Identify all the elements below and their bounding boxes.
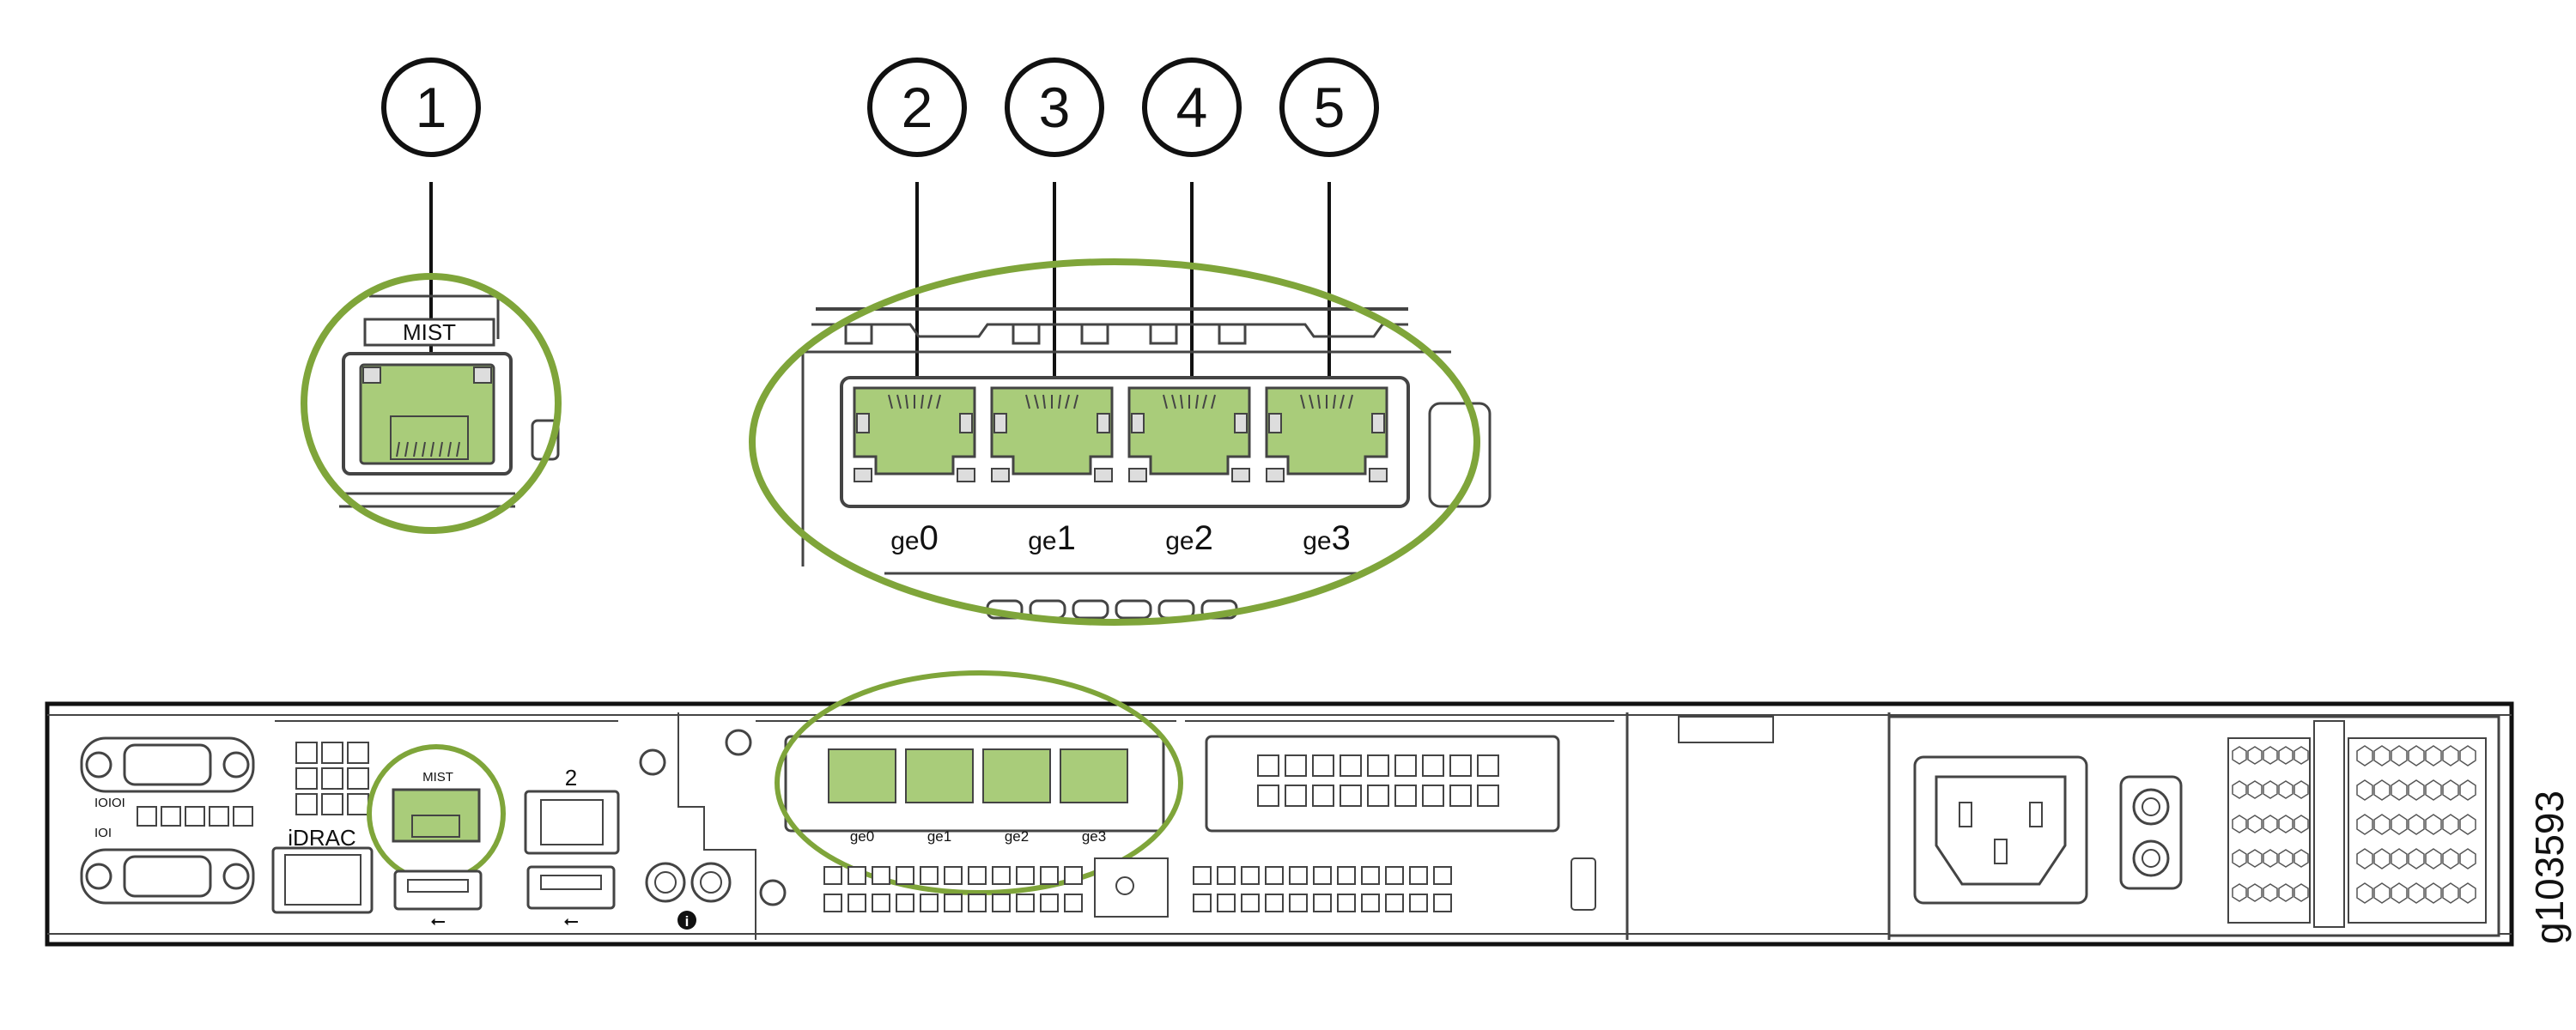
callout-4-number: 4 bbox=[1176, 76, 1208, 139]
idrac-port bbox=[271, 846, 374, 914]
usb-icon-1: ⭠ bbox=[430, 910, 446, 931]
mist-label: MIST bbox=[403, 319, 456, 345]
serial-port-upper bbox=[80, 736, 255, 793]
usb-port-2 bbox=[526, 865, 616, 910]
serial-label-bottom: IOI bbox=[94, 826, 112, 840]
small-ge-highlight bbox=[775, 670, 1183, 895]
usb-port-1 bbox=[393, 869, 483, 911]
callout-3-number: 3 bbox=[1039, 76, 1071, 139]
ge-ports-highlight-ellipse bbox=[749, 258, 1480, 626]
callout-5: 5 bbox=[1279, 58, 1379, 157]
idrac-label: iDRAC bbox=[288, 825, 355, 851]
mist-port-zoom: MIST bbox=[301, 273, 562, 534]
callout-1-number: 1 bbox=[416, 76, 447, 139]
small-mist-port bbox=[392, 788, 481, 843]
chassis-rear-panel: IOIOI IOI iDRAC MIST bbox=[45, 670, 2514, 947]
callout-5-number: 5 bbox=[1314, 76, 1346, 139]
ge3-port bbox=[1265, 386, 1388, 482]
ge1-port bbox=[990, 386, 1114, 482]
info-icon bbox=[677, 911, 696, 930]
ge2-port bbox=[1127, 386, 1251, 482]
small-ge1-label: ge1 bbox=[927, 828, 951, 845]
small-ge3-label: ge3 bbox=[1082, 828, 1106, 845]
svg-text:i: i bbox=[685, 913, 690, 930]
callout-2: 2 bbox=[867, 58, 967, 157]
callout-3: 3 bbox=[1005, 58, 1104, 157]
ge-ports-zoom: ge0 ge1 ge2 ge3 bbox=[749, 258, 1492, 626]
serial-port-lower bbox=[80, 848, 255, 905]
port-2 bbox=[524, 790, 620, 855]
small-ge2-label: ge2 bbox=[1005, 828, 1029, 845]
ge3-label: ge3 bbox=[1303, 519, 1351, 557]
ge1-label: ge1 bbox=[1028, 519, 1076, 557]
callout-4: 4 bbox=[1142, 58, 1242, 157]
small-ge0-label: ge0 bbox=[850, 828, 874, 845]
serial-label-top: IOIOI bbox=[94, 796, 125, 810]
callout-1: 1 bbox=[381, 58, 481, 157]
power-supply bbox=[1887, 715, 2500, 937]
small-mist-label: MIST bbox=[422, 770, 453, 785]
ge0-label: ge0 bbox=[890, 519, 939, 557]
ge0-port bbox=[853, 386, 976, 482]
figure-id: g103593 bbox=[2527, 791, 2572, 944]
callout-2-number: 2 bbox=[902, 76, 933, 139]
power-inlet bbox=[1935, 775, 2067, 886]
port-2-label: 2 bbox=[565, 765, 577, 791]
mist-highlight-circle bbox=[301, 273, 562, 534]
ge2-label: ge2 bbox=[1165, 519, 1213, 557]
usb-ss-icon: ⭠ bbox=[563, 910, 579, 931]
small-ge-ports bbox=[828, 748, 1128, 803]
